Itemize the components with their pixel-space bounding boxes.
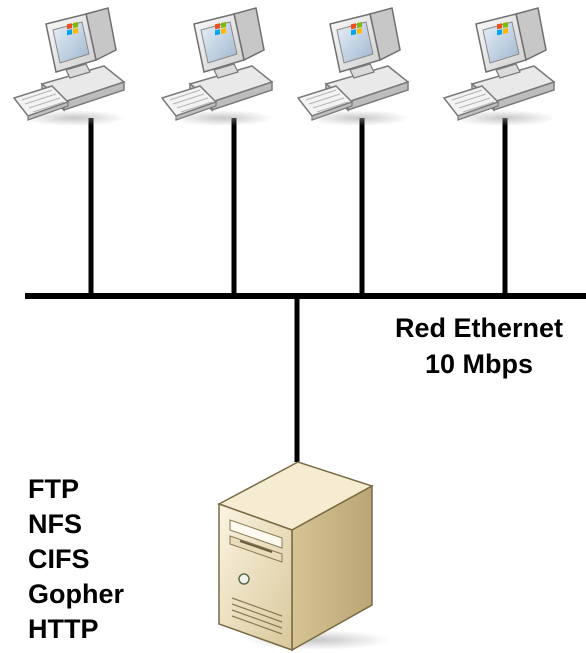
server-tower-icon [217, 461, 390, 652]
protocol-list: FTP NFS CIFS Gopher HTTP [28, 472, 124, 647]
protocol-item: HTTP [28, 614, 99, 644]
desktop-computer-icon [13, 7, 127, 127]
network-name: Red Ethernet [394, 313, 564, 343]
protocol-item: NFS [28, 509, 82, 539]
desktop-computer-icon [161, 7, 275, 127]
network-speed: 10 Mbps [424, 349, 534, 379]
protocol-item: FTP [28, 474, 79, 504]
desktop-computer-icon [297, 7, 411, 127]
desktop-computer-icon [443, 7, 557, 127]
protocol-item: Gopher [28, 579, 125, 609]
protocol-item: CIFS [28, 544, 90, 574]
network-label: Red Ethernet 10 Mbps [372, 310, 586, 382]
